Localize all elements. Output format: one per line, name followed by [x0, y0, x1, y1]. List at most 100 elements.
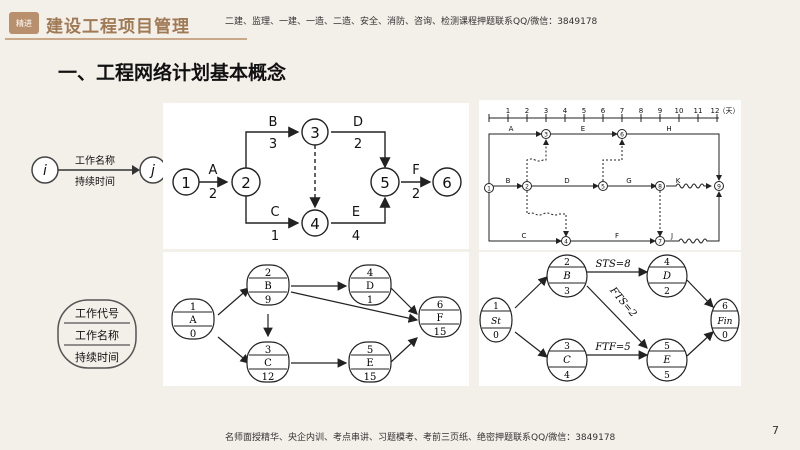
svg-text:15: 15: [364, 372, 377, 383]
aoa-activity-f-name: F: [412, 163, 419, 178]
time-axis-label-11: 11: [694, 107, 703, 115]
time-axis-label-12: 12: [711, 107, 720, 115]
svg-text:St: St: [491, 317, 501, 327]
svg-text:0: 0: [722, 331, 728, 341]
aoa-activity-c-duration: 1: [271, 229, 279, 244]
ts-node-4: 4: [564, 239, 568, 246]
aoa-activity-d-name: D: [353, 115, 363, 130]
ts-node-1: 1: [487, 186, 491, 193]
svg-text:1: 1: [493, 302, 499, 312]
section-title: 一、工程网络计划基本概念: [58, 62, 287, 84]
ts-node-7: 7: [658, 239, 662, 246]
legend-aoa-name: 工作名称: [75, 154, 115, 167]
svg-text:E: E: [366, 358, 373, 369]
aoa-node-6: 6: [442, 174, 452, 192]
time-axis-label-6: 6: [601, 107, 606, 115]
ts-activity-c: C: [522, 232, 527, 240]
relation-fts: FTS=2: [607, 285, 639, 320]
relation-sts: STS=8: [595, 259, 630, 270]
svg-text:C: C: [264, 358, 272, 369]
footer-info: 名师面授精华、央企内训、考点串讲、习题模考、考前三页纸、绝密押题联系QQ/微信：…: [225, 433, 616, 443]
aon-node-3: 3 C 12: [246, 341, 290, 383]
ts-activity-a: A: [509, 125, 514, 133]
ts-node-5: 5: [601, 184, 605, 191]
svg-text:6: 6: [437, 300, 443, 311]
lag-node-6: 6 Fin 0: [710, 298, 740, 342]
svg-text:12: 12: [262, 372, 275, 383]
aoa-node-4: 4: [310, 215, 320, 233]
legend-aon: 工作代号 工作名称 持续时间: [57, 299, 137, 369]
svg-text:5: 5: [664, 371, 670, 381]
time-axis-label-3: 3: [544, 107, 548, 115]
aoa-network-diagram: 1 2 3 4 5 6 A 2 B 3 C 1 D 2 E 4 F 2: [172, 115, 462, 244]
svg-text:0: 0: [190, 329, 196, 340]
aon-node-6: 6 F 15: [418, 296, 462, 338]
logo: 精进: [9, 12, 39, 34]
aoa-activity-a-duration: 2: [209, 187, 217, 202]
time-axis-label-1: 1: [506, 107, 510, 115]
svg-text:D: D: [366, 281, 374, 292]
ts-activity-h: H: [666, 125, 671, 133]
svg-text:F: F: [437, 313, 444, 324]
time-axis-ticks: [488, 114, 718, 122]
aoa-activity-e-name: E: [352, 205, 360, 220]
header-info: 二建、监理、一建、一造、二造、安全、消防、咨询、检测课程押题联系QQ/微信：38…: [225, 17, 598, 27]
svg-text:2: 2: [265, 268, 271, 279]
svg-text:A: A: [188, 315, 197, 326]
timescale-network-diagram: 1 2 3 4 5 6 7 8 9 10 11 12 （天） 1 2 3 4 5…: [484, 107, 740, 246]
ts-activity-g: G: [626, 177, 631, 185]
legend-aon-name: 工作名称: [75, 328, 119, 342]
svg-text:1: 1: [190, 302, 196, 313]
aoa-activity-b-name: B: [269, 115, 278, 130]
timescale-network-panel: 1 2 3 4 5 6 7 8 9 10 11 12 （天） 1 2 3 4 5…: [479, 100, 741, 250]
aon-node-1: 1 A 0: [171, 298, 215, 340]
page-number: 7: [772, 424, 779, 437]
aon-node-5: 5 E 15: [348, 341, 392, 383]
aoa-activity-a-name: A: [209, 163, 218, 178]
svg-text:3: 3: [265, 345, 271, 356]
aoa-node-3: 3: [310, 124, 320, 142]
lag-node-1: 1 St 0: [479, 297, 513, 343]
legend-aoa-start: i: [43, 163, 47, 179]
aon-node-2: 2 B 9: [246, 264, 290, 306]
svg-text:Fin: Fin: [717, 317, 733, 327]
svg-text:3: 3: [564, 287, 570, 297]
svg-text:4: 4: [664, 258, 670, 268]
lag-node-3: 3 C 4: [546, 338, 588, 382]
lag-node-5: 5 E 5: [646, 338, 688, 382]
svg-text:B: B: [562, 271, 570, 282]
aon-network-diagram: 1 A 0 2 B 9 3 C 12 4 D 1 5 E 15 6 F 15: [171, 264, 462, 383]
svg-text:E: E: [662, 355, 671, 366]
time-axis-unit: （天）: [719, 107, 740, 115]
legend-aon-duration: 持续时间: [75, 350, 119, 364]
ts-activity-f: F: [615, 232, 619, 240]
svg-text:C: C: [563, 355, 571, 366]
aon-network-panel: 1 A 0 2 B 9 3 C 12 4 D 1 5 E 15 6 F 15: [163, 252, 469, 386]
lag-network-panel: STS=8 FTS=2 FTF=5 1 St 0 2 B 3 3 C 4 4 D…: [479, 252, 741, 386]
ts-node-8: 8: [658, 184, 662, 191]
svg-text:9: 9: [265, 295, 271, 306]
header-title: 建设工程项目管理: [46, 17, 190, 37]
svg-text:D: D: [662, 271, 671, 282]
svg-text:B: B: [264, 281, 271, 292]
ts-node-3: 3: [544, 132, 548, 139]
ts-activity-b: B: [506, 177, 511, 185]
svg-text:3: 3: [564, 342, 570, 352]
aon-node-4: 4 D 1: [348, 264, 392, 306]
aoa-activity-c-name: C: [270, 205, 279, 220]
aoa-network-panel: 1 2 3 4 5 6 A 2 B 3 C 1 D 2 E 4 F 2: [163, 103, 469, 249]
header-divider: [5, 38, 247, 40]
aoa-node-2: 2: [241, 174, 251, 192]
svg-text:2: 2: [664, 287, 670, 297]
svg-text:0: 0: [493, 331, 499, 341]
svg-text:2: 2: [564, 258, 570, 268]
lag-node-2: 2 B 3: [546, 254, 588, 298]
lag-network-diagram: STS=8 FTS=2 FTF=5 1 St 0 2 B 3 3 C 4 4 D…: [479, 254, 740, 382]
svg-text:6: 6: [722, 302, 728, 312]
aoa-activity-d-duration: 2: [354, 137, 362, 152]
time-axis-label-9: 9: [658, 107, 662, 115]
time-axis-label-8: 8: [639, 107, 643, 115]
legend-aoa-duration: 持续时间: [75, 175, 115, 188]
aoa-activity-b-duration: 3: [269, 137, 277, 152]
ts-node-9: 9: [717, 184, 721, 191]
